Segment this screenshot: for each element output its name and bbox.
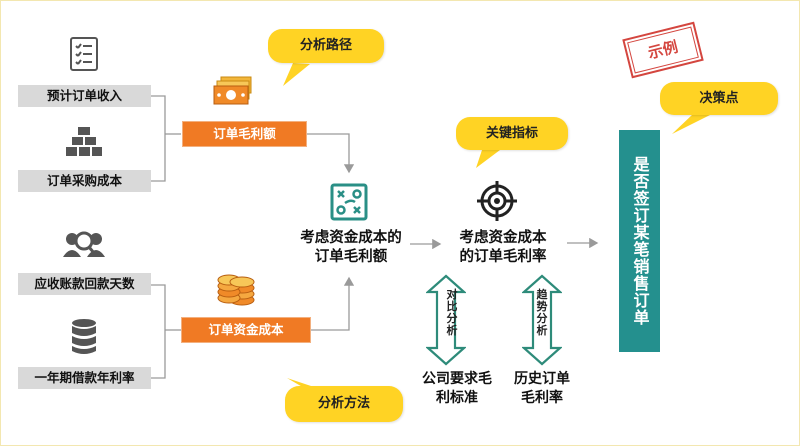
- input-receivable-days: 应收账款回款天数: [18, 273, 151, 295]
- callout-decision-point: 决策点: [660, 82, 778, 115]
- adjusted-margin-node: 考虑资金成本 的订单毛利率: [459, 230, 547, 265]
- callout-analysis-path: 分析路径: [268, 29, 384, 63]
- input-revenue: 预计订单收入: [18, 85, 151, 107]
- input-purchase-cost: 订单采购成本: [18, 170, 151, 192]
- trend-analysis-arrow: [522, 274, 562, 366]
- compare-caption: 公司要求毛 利标准: [422, 371, 492, 406]
- money-bills-icon: [213, 76, 252, 105]
- strategy-board-icon: [330, 183, 368, 221]
- trend-arrow-label: 趋势分析: [536, 288, 548, 337]
- input-loan-rate: 一年期借款年利率: [18, 367, 151, 389]
- decision-box: 是否签订某笔销售订单: [619, 130, 660, 352]
- trend-caption: 历史订单 毛利率: [514, 371, 570, 406]
- callout-analysis-method: 分析方法: [285, 386, 403, 422]
- checklist-icon: [70, 37, 98, 71]
- adjusted-profit-node: 考虑资金成本的 订单毛利额: [300, 230, 402, 265]
- callout-key-indicator: 关键指标: [456, 117, 568, 150]
- people-search-icon: [63, 231, 105, 257]
- coins-icon: [217, 274, 255, 306]
- compare-analysis-arrow: [426, 274, 466, 366]
- stacked-bars-icon: [66, 127, 102, 156]
- gross-profit-box: 订单毛利额: [183, 122, 306, 146]
- capital-cost-box: 订单资金成本: [182, 318, 310, 342]
- target-icon: [477, 181, 517, 221]
- compare-arrow-label: 对比分析: [446, 288, 458, 337]
- database-icon: [72, 319, 96, 354]
